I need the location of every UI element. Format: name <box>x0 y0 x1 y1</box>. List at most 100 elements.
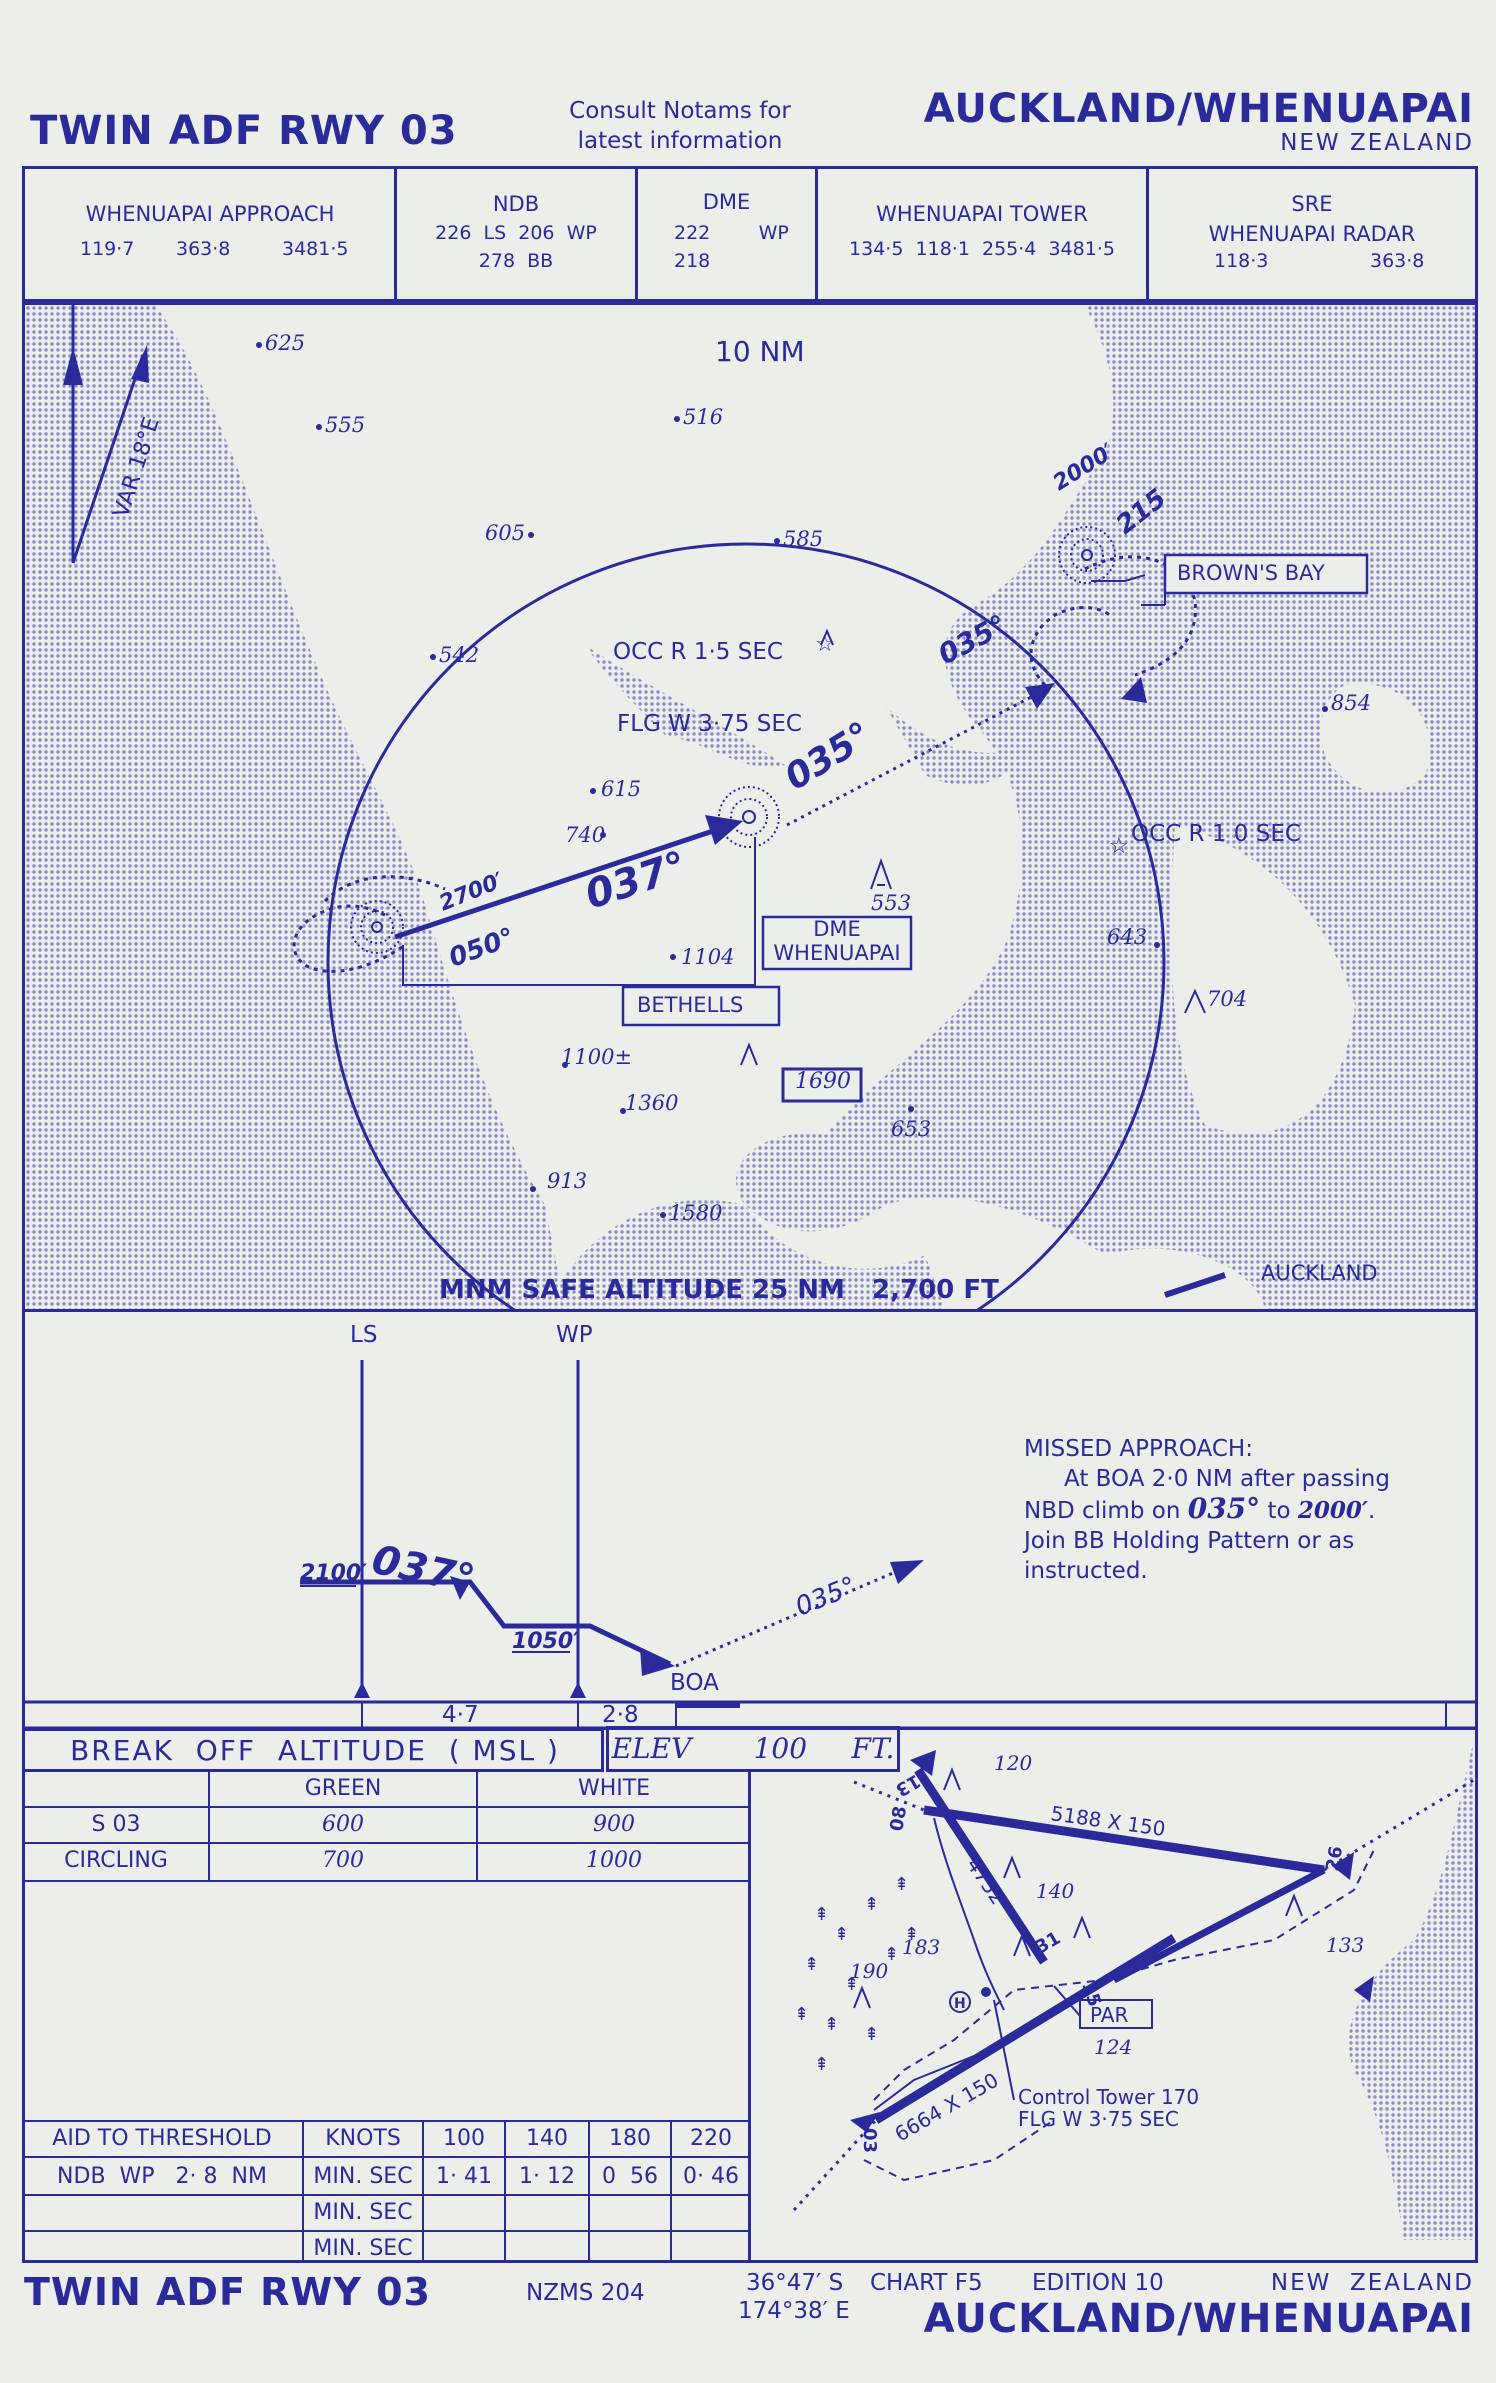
minima-green-value: 600 <box>322 1812 364 1837</box>
spot-height: 1360 <box>625 1091 679 1115</box>
minima-divider <box>22 1880 750 1882</box>
ndb-bb-symbol <box>1058 526 1116 584</box>
dme-label: DME <box>813 917 861 941</box>
ndb-freq-line2: 278 BB <box>478 250 554 272</box>
timing-header: 100 <box>443 2126 485 2151</box>
timing-cell: 0 56 <box>602 2164 658 2189</box>
spot-height: 542 <box>439 643 480 667</box>
profile-descent <box>300 1579 672 1667</box>
spot-height: 704 <box>1207 987 1248 1011</box>
timing-cell: MIN. SEC <box>313 2236 413 2261</box>
sre-freq-1: 118·3 <box>1214 250 1269 272</box>
svg-text:⇞: ⇞ <box>864 1894 879 1915</box>
occ-light-label-2: OCC R 1 0 SEC <box>1131 821 1301 847</box>
timing-header: AID TO THRESHOLD <box>52 2126 272 2151</box>
approach-freq-2: 363·8 <box>176 238 231 260</box>
svg-text:⇞: ⇞ <box>814 2054 829 2075</box>
bethells-label: BETHELLS <box>637 993 744 1017</box>
tower-label: Control Tower 170 <box>1018 2085 1199 2109</box>
spot-height: 615 <box>601 777 642 801</box>
spot-height: 625 <box>265 331 306 355</box>
runway-15 <box>1112 1866 1326 1984</box>
spot-height: 643 <box>1107 925 1148 949</box>
missed-approach-title: MISSED APPROACH: <box>1024 1436 1253 1462</box>
footer-country: NEW ZEALAND <box>1270 2270 1474 2296</box>
runway-13-31 <box>914 1767 1048 1965</box>
flg-light-label: FLG W 3·75 SEC <box>617 711 802 737</box>
par-label: PAR <box>1090 2003 1128 2027</box>
light-star: ☆ <box>815 632 835 657</box>
notams-note-line2: latest information <box>577 128 783 154</box>
freq-divider <box>1146 166 1149 302</box>
dist-28-label: 2·8 <box>602 1702 639 1728</box>
ring-label: 10 NM <box>715 335 805 368</box>
minima-green-value: 700 <box>322 1848 364 1873</box>
profile-wp-label: WP <box>556 1322 593 1348</box>
track-037 <box>394 824 726 940</box>
bethells-box <box>621 985 781 1027</box>
profile-alt-1050: 1050′ <box>512 1629 579 1654</box>
harbour-inlet <box>885 705 1025 785</box>
track-035 <box>786 693 1036 827</box>
svg-text:⇞: ⇞ <box>894 1874 909 1895</box>
rwy-08: 08 <box>886 1805 911 1833</box>
freq-divider <box>635 166 638 302</box>
profile-brg-037: 037° <box>368 1537 479 1604</box>
svg-text:⇞: ⇞ <box>844 1974 859 1995</box>
timing-header: KNOTS <box>325 2126 401 2151</box>
minima-white-value: 900 <box>593 1812 635 1837</box>
missed-approach-line4: instructed. <box>1024 1558 1148 1584</box>
profile-climb <box>675 1568 901 1668</box>
approach-freq-label: WHENUAPAI APPROACH <box>85 202 335 226</box>
footer-nzms: NZMS 204 <box>526 2280 645 2306</box>
timing-cell: NDB WP 2· 8 NM <box>57 2164 267 2189</box>
svg-text:⇞: ⇞ <box>864 2024 879 2045</box>
msa-label: MNM SAFE ALTITUDE 25 NM 2,700 FT <box>439 1275 999 1305</box>
elev-124: 124 <box>1094 2035 1132 2059</box>
elev-120: 120 <box>994 1751 1032 1775</box>
elev-190: 190 <box>850 1959 888 1983</box>
missed-approach: MISSED APPROACH: At BOA 2·0 NM after pas… <box>1024 1434 1390 1586</box>
box-1690 <box>781 1067 863 1103</box>
browns-bay-box <box>1163 553 1369 595</box>
timing-table: AID TO THRESHOLD KNOTS 100 140 180 220 N… <box>22 2120 750 2262</box>
track-050-label: 050° <box>445 922 518 973</box>
profile-ls-label: LS <box>350 1322 378 1348</box>
footer-lat: 36°47′ S <box>746 2270 844 2296</box>
coast-east-land <box>1171 825 1355 1134</box>
aerodrome-boundary <box>873 1849 1375 2101</box>
break-off-box <box>22 1728 604 1772</box>
footer-lon: 174°38′ E <box>738 2298 850 2324</box>
elev-label: ELEV 100 FT. <box>611 1732 895 1765</box>
dme-box <box>761 915 913 971</box>
harbour <box>545 1199 945 1309</box>
bethells-hold <box>292 904 406 973</box>
browns-bay-label: BROWN'S BAY <box>1177 561 1325 585</box>
sre-radar-label: WHENUAPAI RADAR <box>1208 222 1416 246</box>
elev-box <box>606 1726 900 1772</box>
runway-03-21 <box>873 1934 1177 2124</box>
spot-height: 555 <box>325 413 366 437</box>
timing-cell: 1· 12 <box>519 2164 575 2189</box>
svg-text:⇞: ⇞ <box>814 1904 829 1925</box>
tower-freq-line1: 134·5 118·1 255·4 3481·5 <box>849 238 1115 260</box>
aerodrome-name: AUCKLAND/WHENUAPAI <box>923 86 1474 132</box>
svg-text:⇞: ⇞ <box>794 2004 809 2025</box>
missed-approach-line1: At BOA 2·0 NM after passing <box>1064 1466 1390 1492</box>
spot-height: 585 <box>783 527 824 551</box>
tower-flg-label: FLG W 3·75 SEC <box>1018 2107 1179 2131</box>
elev-133: 133 <box>1326 1933 1364 1957</box>
var-arrow-head <box>63 347 83 385</box>
spot-height: 553 <box>871 891 912 915</box>
frequency-strip <box>22 166 1478 302</box>
ndb-ls-symbol <box>350 900 404 954</box>
missed-approach-line2: NBD climb on 035° to 2000′. <box>1024 1492 1376 1525</box>
dist-47-label: 4·7 <box>442 1702 479 1728</box>
spot-height: 1580 <box>669 1201 723 1225</box>
light-star: ☆ <box>1109 834 1129 859</box>
svg-text:H: H <box>954 1996 966 2012</box>
sre-freq-2: 363·8 <box>1370 250 1425 272</box>
break-off-label: BREAK OFF ALTITUDE ( MSL ) <box>70 1734 560 1767</box>
chart-title: TWIN ADF RWY 03 <box>30 108 458 154</box>
plan-view: ☆ ☆ 037° 035° 035° 050° 215 2700′ 2000′ … <box>22 302 1478 1312</box>
